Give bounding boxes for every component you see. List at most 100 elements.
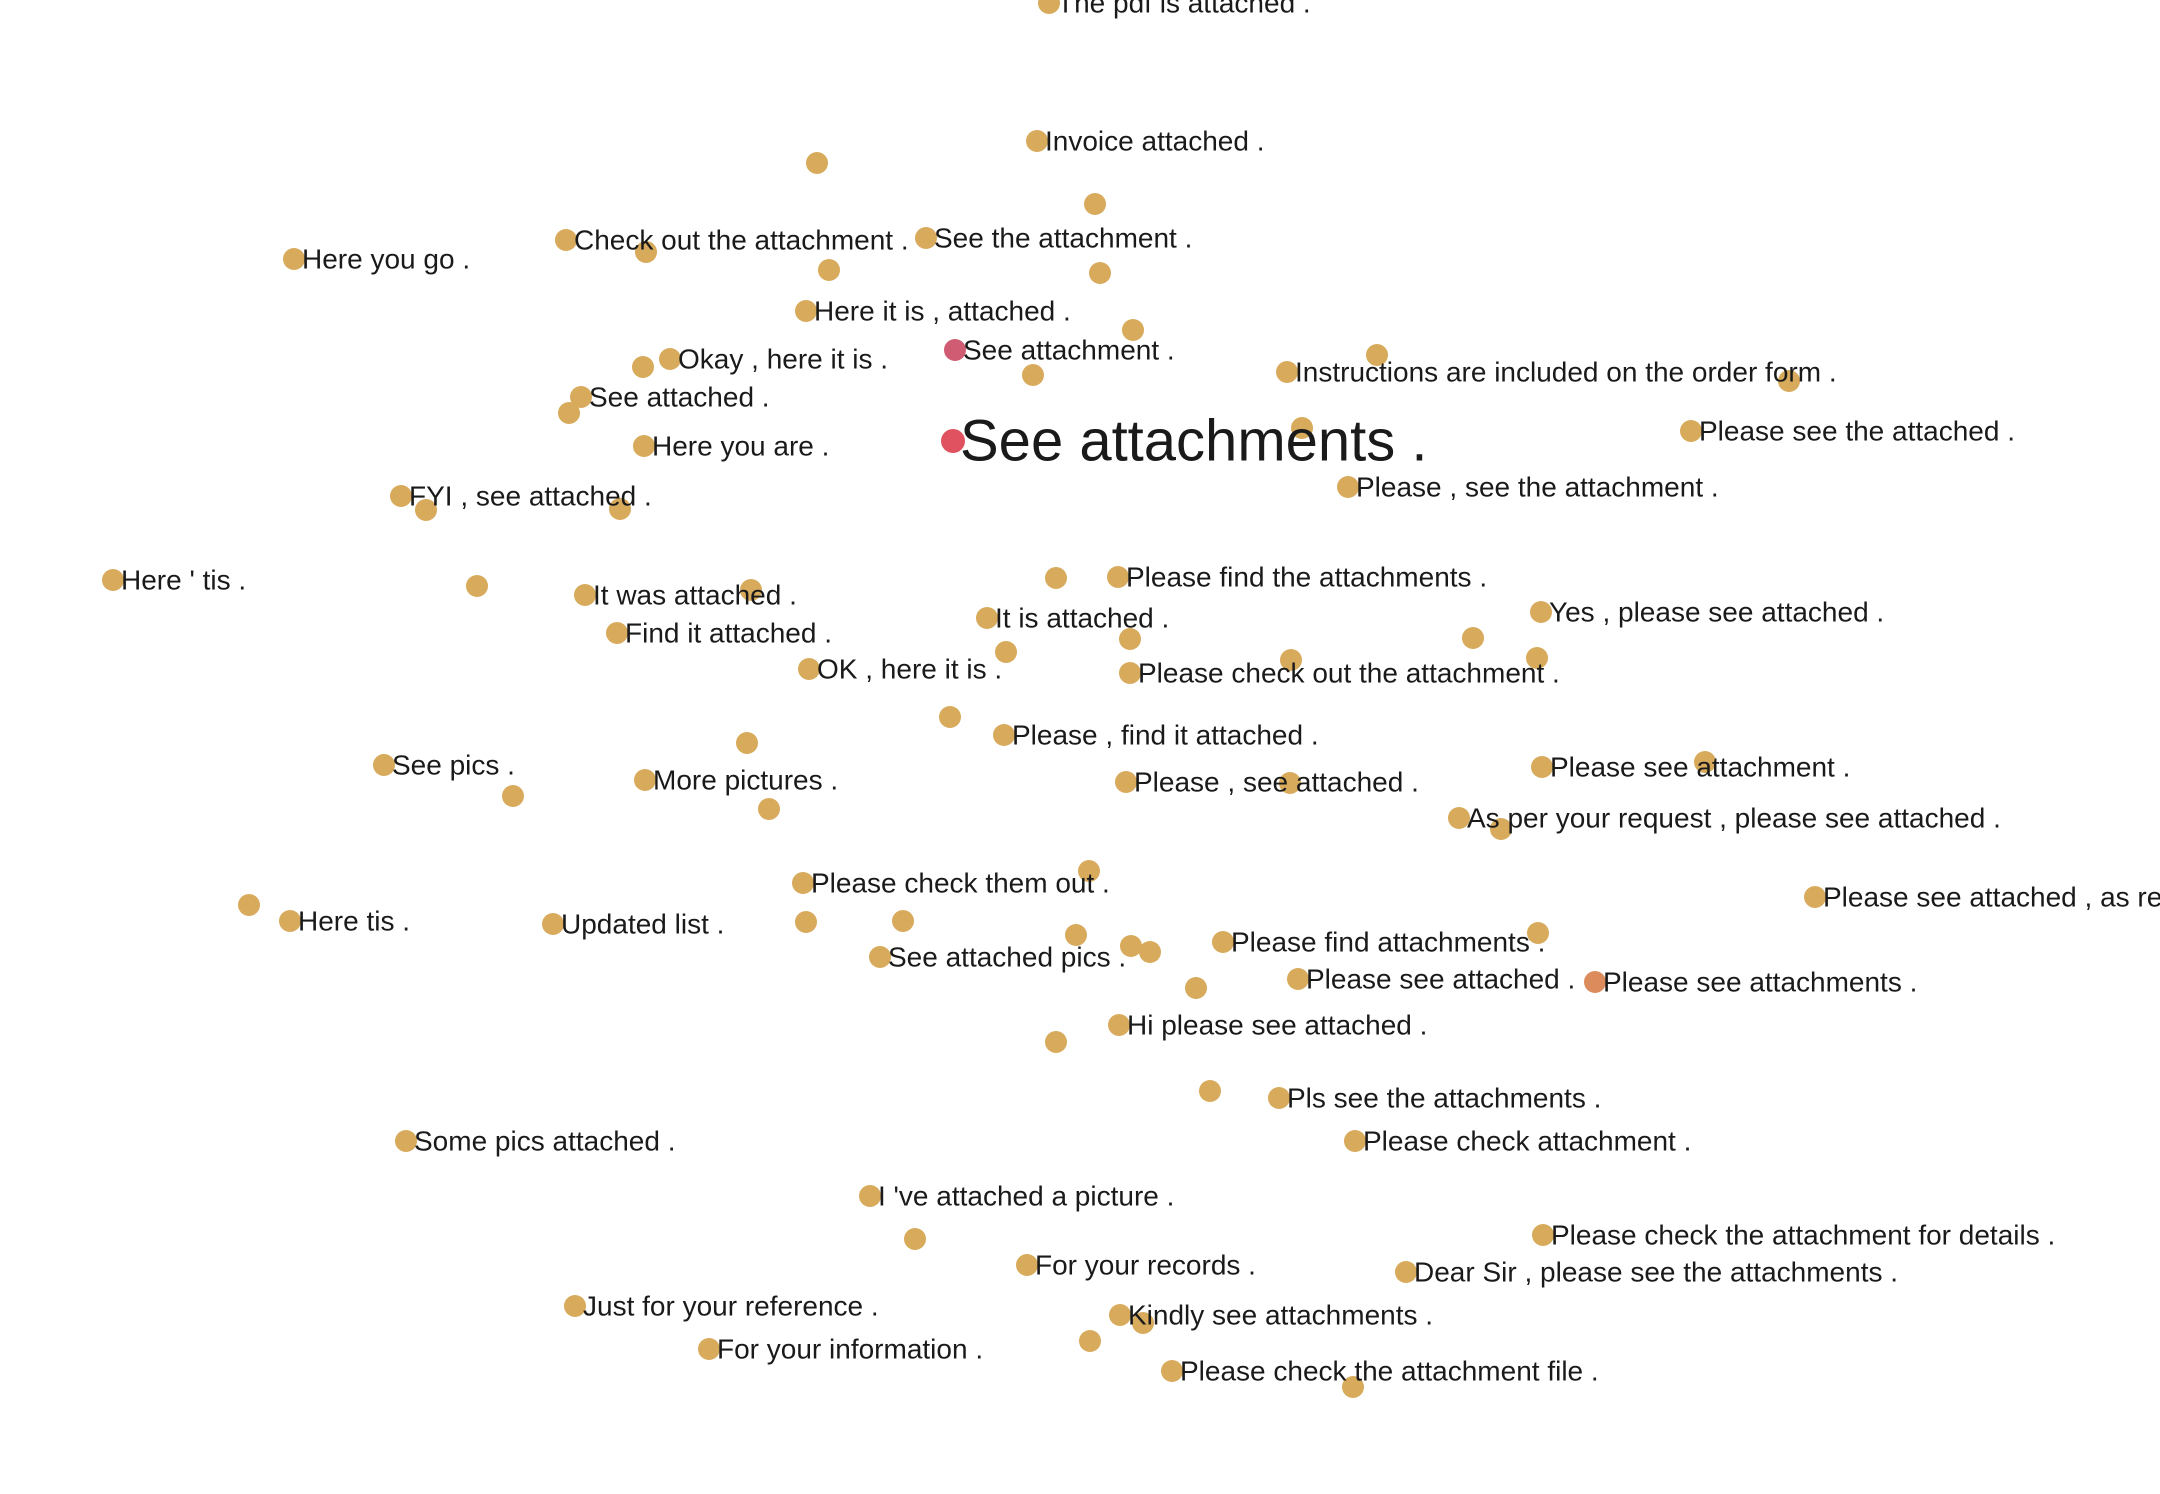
scatter-point[interactable]	[1532, 1224, 1554, 1246]
labeled-point[interactable]: Please see the attached .	[1680, 416, 2015, 447]
scatter-point[interactable]	[570, 386, 592, 408]
scatter-point[interactable]	[1185, 977, 1207, 999]
scatter-point[interactable]	[466, 575, 488, 597]
labeled-point[interactable]: Find it attached .	[606, 618, 832, 649]
scatter-point[interactable]	[1038, 0, 1060, 14]
scatter-point[interactable]	[558, 402, 580, 424]
scatter-point[interactable]	[102, 569, 124, 591]
labeled-point[interactable]: See attachment .	[944, 335, 1175, 366]
labeled-point[interactable]: Please , find it attached .	[993, 720, 1319, 751]
scatter-point[interactable]	[1530, 601, 1552, 623]
labeled-point[interactable]: Here it is , attached .	[795, 296, 1071, 327]
scatter-point[interactable]	[542, 913, 564, 935]
scatter-point[interactable]	[939, 706, 961, 728]
scatter-point[interactable]	[1804, 886, 1826, 908]
scatter-point[interactable]	[1212, 931, 1234, 953]
scatter-point[interactable]	[1119, 662, 1141, 684]
scatter-point[interactable]	[904, 1228, 926, 1250]
scatter-point[interactable]	[1291, 417, 1313, 439]
scatter-point[interactable]	[1022, 364, 1044, 386]
labeled-point[interactable]: Here tis .	[279, 906, 410, 937]
labeled-point[interactable]: Updated list .	[542, 909, 724, 940]
labeled-point[interactable]: The pdf is attached .	[1038, 0, 1311, 19]
scatter-point[interactable]	[869, 946, 891, 968]
labeled-point[interactable]: See the attachment .	[915, 223, 1192, 254]
labeled-point[interactable]: Yes , please see attached .	[1530, 597, 1884, 628]
scatter-point[interactable]	[564, 1295, 586, 1317]
scatter-point[interactable]	[1045, 1031, 1067, 1053]
labeled-point[interactable]: Please see attachments .	[1584, 967, 1917, 998]
scatter-point[interactable]	[1161, 1360, 1183, 1382]
labeled-point[interactable]: See attached .	[570, 382, 770, 413]
scatter-point[interactable]	[1462, 627, 1484, 649]
labeled-point[interactable]: Some pics attached .	[395, 1126, 675, 1157]
scatter-point[interactable]	[1778, 370, 1800, 392]
scatter-point[interactable]	[390, 485, 412, 507]
labeled-point[interactable]: Please check out the attachment .	[1119, 658, 1560, 689]
scatter-point[interactable]	[941, 429, 965, 453]
labeled-point[interactable]: Here you go .	[283, 244, 470, 275]
scatter-point[interactable]	[555, 229, 577, 251]
scatter-point[interactable]	[1342, 1376, 1364, 1398]
scatter-point[interactable]	[1115, 771, 1137, 793]
scatter-point[interactable]	[1078, 860, 1100, 882]
scatter-point[interactable]	[395, 1130, 417, 1152]
labeled-point[interactable]: Pls see the attachments .	[1268, 1083, 1601, 1114]
scatter-point[interactable]	[806, 152, 828, 174]
labeled-point[interactable]: For your records .	[1016, 1250, 1256, 1281]
labeled-point[interactable]: Please see attached .	[1287, 964, 1575, 995]
scatter-point[interactable]	[1139, 941, 1161, 963]
scatter-point[interactable]	[1366, 344, 1388, 366]
labeled-point[interactable]: Instructions are included on the order f…	[1276, 357, 1837, 388]
labeled-point[interactable]: As per your request , please see attache…	[1448, 803, 2001, 834]
labeled-point[interactable]: FYI , see attached .	[390, 481, 652, 512]
scatter-point[interactable]	[1108, 1014, 1130, 1036]
scatter-point[interactable]	[1395, 1261, 1417, 1283]
scatter-point[interactable]	[1079, 1330, 1101, 1352]
scatter-point[interactable]	[859, 1185, 881, 1207]
scatter-point[interactable]	[1065, 924, 1087, 946]
labeled-point[interactable]: Please find attachments .	[1212, 927, 1545, 958]
labeled-point[interactable]: See attachments .	[941, 409, 1427, 474]
labeled-point[interactable]: Please check them out .	[792, 868, 1110, 899]
scatter-point[interactable]	[1694, 751, 1716, 773]
scatter-point[interactable]	[1526, 647, 1548, 669]
scatter-point[interactable]	[1531, 756, 1553, 778]
labeled-point[interactable]: Please see attached , as requested .	[1804, 882, 2160, 913]
labeled-point[interactable]: Check out the attachment .	[555, 225, 909, 256]
scatter-point[interactable]	[1448, 807, 1470, 829]
scatter-point[interactable]	[606, 622, 628, 644]
scatter-point[interactable]	[415, 499, 437, 521]
scatter-point[interactable]	[373, 754, 395, 776]
scatter-point[interactable]	[1276, 361, 1298, 383]
scatter-point[interactable]	[993, 724, 1015, 746]
scatter-point[interactable]	[1132, 1312, 1154, 1334]
scatter-point[interactable]	[1344, 1130, 1366, 1152]
scatter-point[interactable]	[1584, 971, 1606, 993]
scatter-point[interactable]	[1107, 566, 1129, 588]
scatter-point[interactable]	[795, 300, 817, 322]
scatter-point[interactable]	[795, 911, 817, 933]
scatter-point[interactable]	[574, 584, 596, 606]
labeled-point[interactable]: More pictures .	[634, 765, 838, 796]
scatter-point[interactable]	[1119, 628, 1141, 650]
labeled-point[interactable]: Please check attachment .	[1344, 1126, 1691, 1157]
scatter-point[interactable]	[1122, 319, 1144, 341]
scatter-point[interactable]	[892, 910, 914, 932]
scatter-point[interactable]	[1084, 193, 1106, 215]
scatter-point[interactable]	[1279, 772, 1301, 794]
labeled-point[interactable]: Dear Sir , please see the attachments .	[1395, 1257, 1898, 1288]
scatter-point[interactable]	[915, 227, 937, 249]
scatter-point[interactable]	[976, 607, 998, 629]
labeled-point[interactable]: It was attached .	[574, 580, 797, 611]
scatter-point[interactable]	[995, 641, 1017, 663]
scatter-point[interactable]	[502, 785, 524, 807]
scatter-point[interactable]	[1016, 1254, 1038, 1276]
labeled-point[interactable]: Okay , here it is .	[659, 344, 888, 375]
scatter-point[interactable]	[1268, 1087, 1290, 1109]
labeled-point[interactable]: Please , see attached .	[1115, 767, 1419, 798]
labeled-point[interactable]: Here you are .	[633, 431, 829, 462]
scatter-point[interactable]	[798, 658, 820, 680]
scatter-point[interactable]	[633, 435, 655, 457]
scatter-point[interactable]	[1120, 935, 1142, 957]
